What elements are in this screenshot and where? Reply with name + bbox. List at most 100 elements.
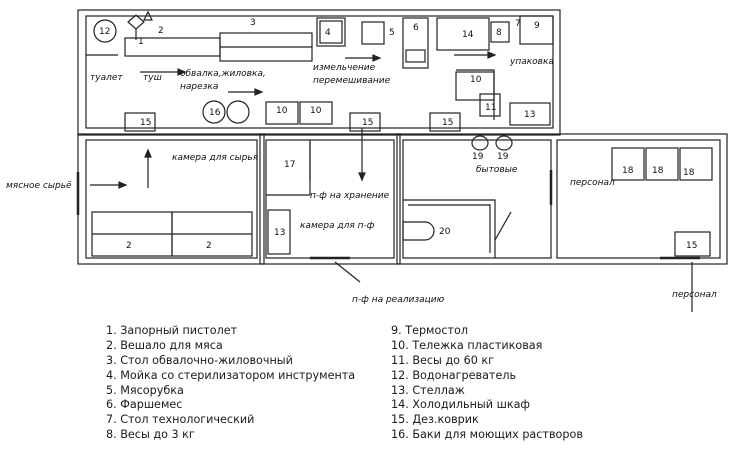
trolley-10a	[265, 101, 299, 125]
num-20: 20	[439, 227, 451, 237]
num-13b: 13	[274, 228, 285, 238]
num-15a: 15	[140, 118, 151, 128]
household-outer-wall	[396, 133, 728, 265]
num-18c: 18	[683, 168, 695, 178]
legend-item-8: 8. Весы до 3 кг	[106, 428, 195, 442]
num-10a: 10	[276, 106, 288, 116]
legend-item-5: 5. Мясорубка	[106, 383, 184, 397]
legend-item-7: 7. Стол технологический	[106, 413, 255, 427]
tank-16a	[202, 100, 226, 124]
water-heater-12	[93, 19, 117, 43]
legend-item-4: 4. Мойка со стерилизатором инструмента	[106, 368, 356, 382]
hanger-2-rail	[124, 37, 221, 57]
mat-15-hall-1	[124, 112, 156, 132]
washbasin-19a	[471, 135, 489, 151]
trolley-10b	[299, 101, 333, 125]
num-6: 6	[413, 23, 419, 33]
toilet-partition	[403, 199, 496, 258]
locker-18c	[679, 147, 713, 181]
num-9: 9	[534, 21, 540, 31]
legend-item-10: 10. Тележка пластиковая	[391, 338, 543, 352]
label-toilet: туалет	[90, 73, 123, 83]
locker-18b	[645, 147, 679, 181]
floor-plan: туалет туш обвалка,жиловка, нарезка изме…	[6, 9, 728, 312]
mat-15-hall-3	[429, 112, 461, 132]
num-13a: 13	[524, 110, 535, 120]
label-raw-meat: мясное сырьё	[6, 181, 72, 191]
shutoff-gun-1-arrow	[143, 10, 153, 21]
legend-item-3: 3. Стол обвалочно-жиловочный	[106, 353, 293, 367]
num-2c: 2	[206, 241, 212, 251]
num-15c: 15	[442, 118, 453, 128]
legend-item-2: 2. Вешало для мяса	[106, 338, 223, 352]
legend-item-9: 9. Термостол	[391, 324, 468, 337]
shutoff-gun-1	[127, 14, 145, 30]
rack-13-hall	[509, 102, 551, 126]
label-to-storage: п-ф на хранение	[310, 191, 390, 201]
legend-item-1: 1. Запорный пистолет	[106, 324, 238, 337]
toilet-inner-partition	[408, 204, 491, 253]
legend-item-6: 6. Фаршемес	[106, 398, 183, 412]
legend-item-12: 12. Водонагреватель	[391, 368, 517, 382]
num-17: 17	[284, 160, 295, 170]
num-2b: 2	[126, 241, 132, 251]
staff-room-inner-wall	[556, 139, 721, 259]
household-door	[494, 211, 512, 241]
hall-partition-2	[456, 69, 495, 120]
label-cutting: нарезка	[180, 82, 218, 92]
semi-chamber-outer-wall	[259, 133, 401, 265]
toilet-20	[402, 221, 435, 241]
num-3: 3	[250, 18, 256, 28]
num-15d: 15	[686, 241, 697, 251]
mat-15-hall-2	[349, 112, 381, 132]
tank-16b	[226, 100, 250, 124]
fridge-14	[436, 17, 490, 51]
legend-item-11: 11. Весы до 60 кг	[391, 353, 495, 367]
num-10c: 10	[470, 75, 482, 85]
raw-chamber-inner-wall	[85, 139, 258, 259]
num-19b: 19	[497, 152, 509, 162]
num-18b: 18	[652, 166, 664, 176]
num-12: 12	[99, 27, 110, 37]
num-4: 4	[325, 28, 331, 38]
rack-13-semi	[267, 209, 291, 255]
num-18a: 18	[622, 166, 634, 176]
label-mixing: перемешивание	[313, 76, 391, 86]
num-7: 7	[515, 19, 521, 29]
label-staff-in: персонал	[672, 290, 717, 300]
mat-15-staff	[674, 231, 711, 257]
scale-11	[479, 93, 501, 117]
legend-item-14: 14. Холодильный шкаф	[391, 398, 530, 412]
meat-grinder-5	[361, 21, 385, 45]
num-11: 11	[485, 103, 496, 113]
num-19a: 19	[472, 152, 484, 162]
legend-item-16: 16. Баки для моющих растворов	[391, 428, 583, 442]
locker-18a	[611, 147, 645, 181]
trolley-10-right	[455, 71, 495, 101]
sink-4-inner	[319, 20, 343, 44]
legend-right: 9. Термостол 10. Тележка пластиковая 11.…	[391, 324, 583, 443]
processing-hall-inner-wall	[85, 15, 554, 129]
legend-left: 1. Запорный пистолет 2. Вешало для мяса …	[106, 324, 355, 443]
label-packing: упаковка	[509, 57, 554, 67]
scale-8	[490, 21, 510, 43]
label-raw-chamber: камера для сырья	[172, 153, 259, 163]
sink-4	[316, 17, 346, 47]
thermotable-9	[519, 15, 554, 45]
arrow-to-sale	[334, 261, 361, 283]
processing-hall-outer-wall	[77, 9, 561, 136]
label-household: бытовые	[476, 165, 518, 175]
label-mincing: измельчение	[313, 63, 376, 73]
label-semi-chamber: камера для п-ф	[300, 221, 375, 231]
num-1: 1	[138, 37, 144, 47]
label-to-sale: п-ф на реализацию	[352, 295, 445, 305]
num-16: 16	[209, 108, 221, 118]
label-carcass: туш	[143, 73, 162, 83]
legend-item-15: 15. Дез.коврик	[391, 413, 479, 427]
legend-item-13: 13. Стеллаж	[391, 383, 465, 397]
num-2: 2	[158, 26, 164, 36]
washbasin-19b	[495, 135, 513, 151]
num-15b: 15	[362, 118, 373, 128]
label-staff-room: персонал	[570, 178, 615, 188]
mixer-6-inner	[405, 49, 426, 63]
